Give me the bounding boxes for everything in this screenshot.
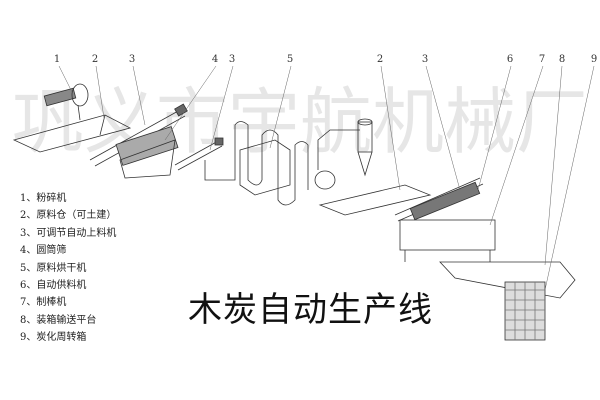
carbonization-box [504, 281, 546, 341]
legend-item: 8、装箱输送平台 [20, 314, 97, 326]
crusher-machine [43, 83, 89, 121]
callout-label: 3 [129, 54, 135, 65]
legend-item: 4、圆筒筛 [20, 245, 67, 257]
callout-label: 7 [539, 54, 545, 65]
callout-label: 6 [507, 54, 513, 65]
feeder-conveyor-2 [174, 137, 224, 171]
rod-making-section [394, 177, 496, 262]
callout-numbers: 1 2 3 4 3 5 2 3 6 7 8 9 [54, 54, 597, 65]
legend-item: 6、自动供料机 [20, 280, 87, 292]
drum-screen [115, 126, 179, 179]
legend-item: 5、原料烘干机 [20, 262, 87, 274]
callout-label: 5 [287, 54, 293, 65]
packing-conveyor-platform [439, 261, 576, 299]
legend-item: 1、粉碎机 [20, 193, 67, 204]
callout-label: 3 [229, 54, 235, 65]
raw-material-bin-1 [12, 114, 132, 153]
watermark: 巩义市宇航机械厂 [12, 80, 589, 164]
raw-material-bin-2 [318, 184, 432, 216]
callout-label: 9 [591, 54, 597, 65]
legend-item: 7、制棒机 [20, 297, 67, 309]
bin-edge [99, 114, 106, 136]
callout-label: 8 [559, 54, 565, 65]
raw-material-dryer [204, 118, 373, 206]
callout-label: 2 [92, 54, 98, 65]
callout-label: 1 [54, 54, 60, 65]
callout-label: 2 [377, 54, 383, 65]
callout-label: 3 [422, 54, 428, 65]
diagram-title: 木炭自动生产线 [188, 290, 433, 330]
legend-item: 3、可调节自动上料机 [20, 227, 117, 239]
legend: 1、粉碎机 2、原料仓（可土建） 3、可调节自动上料机 4、圆筒筛 5、原料烘干… [20, 190, 116, 347]
legend-item: 2、原料仓（可土建） [20, 210, 117, 222]
callout-leaders [58, 65, 595, 291]
legend-item: 9、炭化周转箱 [20, 332, 87, 344]
callout-label: 4 [212, 54, 218, 65]
